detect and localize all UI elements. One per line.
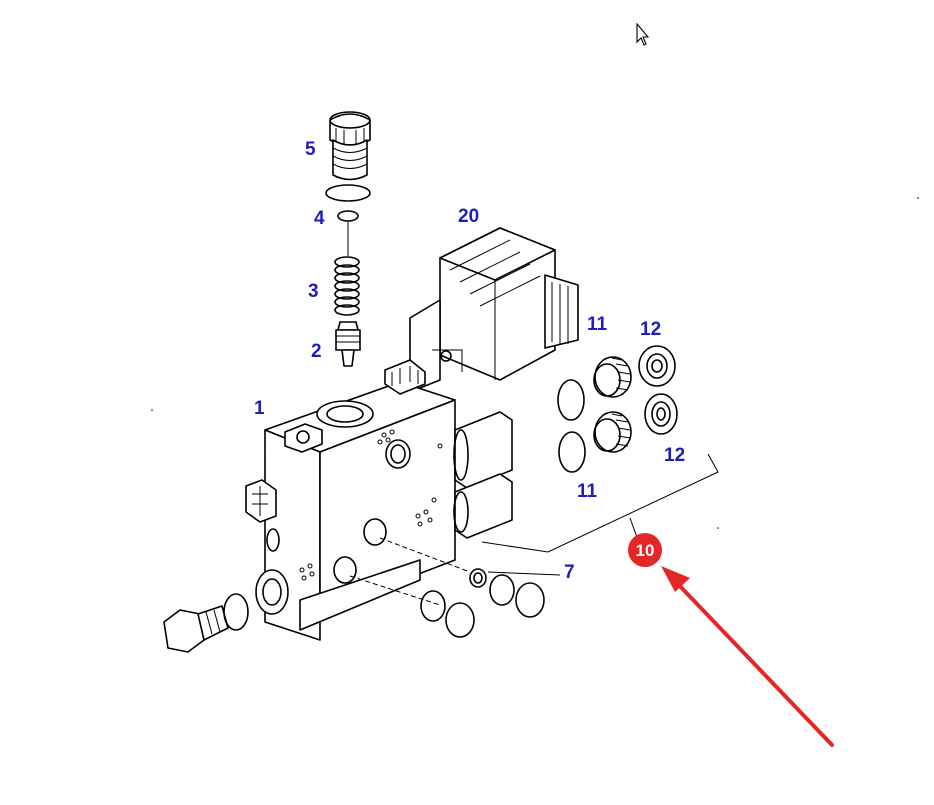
- callout-5: 5: [305, 139, 316, 160]
- solenoid-cartridge: [453, 411, 513, 539]
- callout-11-upper: 11: [587, 314, 608, 335]
- o-ring-11-upper: [557, 379, 585, 421]
- callout-11-lower: 11: [577, 481, 598, 502]
- cursor-arrow-icon: [636, 22, 650, 46]
- seal-ring-b: [515, 582, 545, 618]
- highlight-badge-label: 10: [636, 541, 655, 560]
- callout-7: 7: [564, 562, 575, 583]
- washer-12-upper: [638, 345, 676, 387]
- valve-cone-part: [335, 321, 361, 367]
- coil-nut-lower: [593, 411, 632, 453]
- spring-part: [334, 256, 360, 316]
- o-ring-small: [337, 210, 359, 222]
- callout-2: 2: [311, 341, 322, 362]
- valve-body-part: [245, 359, 456, 641]
- callout-1: 1: [254, 398, 265, 419]
- coil-nut-upper: [593, 356, 632, 398]
- washer-12-lower: [644, 393, 678, 435]
- o-ring-large: [325, 184, 371, 202]
- highlight-badge: 10: [628, 533, 662, 567]
- solenoid-cover-part: [409, 227, 579, 393]
- pointer-arrow-icon: [661, 566, 834, 747]
- seal-ring-c: [420, 590, 446, 622]
- orifice-part: [469, 568, 487, 588]
- callout-12-upper: 12: [640, 319, 661, 340]
- callout-12-lower: 12: [664, 445, 685, 466]
- seal-ring-a: [489, 574, 515, 606]
- seal-ring-d: [445, 602, 475, 638]
- callout-3: 3: [308, 281, 319, 302]
- side-plug-o-ring: [223, 593, 249, 631]
- assembly-bracket: [481, 453, 719, 553]
- o-ring-11-lower: [558, 431, 586, 473]
- alignment-lines: [349, 537, 561, 606]
- plug-part: [329, 111, 371, 181]
- callout-20: 20: [458, 206, 479, 227]
- side-plug-part: [163, 605, 229, 653]
- callout-4: 4: [314, 208, 325, 229]
